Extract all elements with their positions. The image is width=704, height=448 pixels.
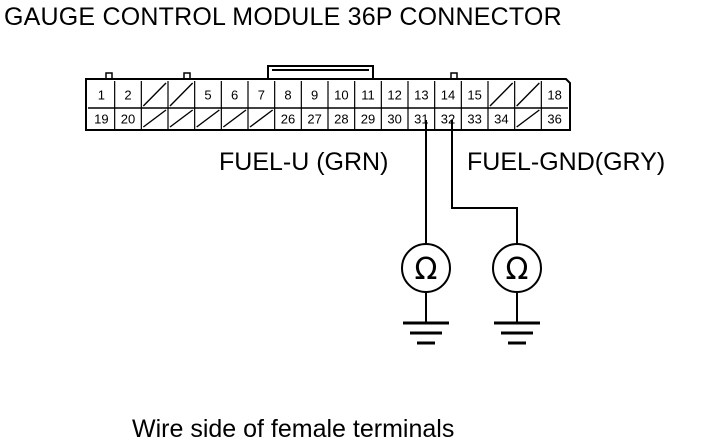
pin-number: 13 bbox=[414, 88, 428, 103]
pin-number: 10 bbox=[334, 88, 348, 103]
blank-cavity bbox=[142, 109, 167, 128]
pin-number: 30 bbox=[387, 112, 401, 127]
fuel-u-label: FUEL-U (GRN) bbox=[219, 148, 389, 176]
ohm-symbol: Ω bbox=[415, 252, 438, 287]
pin-number: 5 bbox=[204, 88, 211, 103]
fuel-gnd-label: FUEL-GND(GRY) bbox=[467, 148, 666, 176]
pin-number: 26 bbox=[281, 112, 295, 127]
pin-number: 34 bbox=[494, 112, 508, 127]
connector-lock-tab bbox=[267, 65, 374, 78]
ohm-symbol: Ω bbox=[506, 252, 529, 287]
pin-number: 2 bbox=[124, 88, 131, 103]
ground-icon bbox=[403, 321, 449, 345]
pin-number: 19 bbox=[94, 112, 108, 127]
pin-number: 12 bbox=[387, 88, 401, 103]
blank-cavity bbox=[516, 109, 540, 128]
blank-cavity bbox=[196, 109, 220, 128]
blank-cavity bbox=[142, 82, 167, 107]
pin-number: 9 bbox=[311, 88, 318, 103]
pin-number: 32 bbox=[441, 112, 455, 127]
blank-cavity bbox=[169, 109, 194, 128]
pin-number: 27 bbox=[307, 112, 321, 127]
pin-number: 18 bbox=[547, 88, 561, 103]
pin-number: 1 bbox=[98, 88, 105, 103]
pin-number: 15 bbox=[467, 88, 481, 103]
probe-wire-fuel-gnd bbox=[451, 120, 518, 244]
diagram-title: GAUGE CONTROL MODULE 36P CONNECTOR bbox=[4, 3, 562, 31]
pin-number: 11 bbox=[361, 88, 375, 103]
caption: Wire side of female terminals bbox=[132, 415, 455, 443]
pin-number: 31 bbox=[414, 112, 428, 127]
blank-cavity bbox=[169, 82, 194, 107]
blank-cavity bbox=[516, 82, 540, 107]
pin-number: 6 bbox=[231, 88, 238, 103]
pin-number: 29 bbox=[361, 112, 375, 127]
pin-number: 33 bbox=[467, 112, 481, 127]
pin-number: 28 bbox=[334, 112, 348, 127]
pin-number: 20 bbox=[121, 112, 135, 127]
pin-number: 36 bbox=[547, 112, 561, 127]
blank-cavity bbox=[222, 109, 247, 128]
pin-number: 8 bbox=[284, 88, 291, 103]
blank-cavity bbox=[489, 82, 514, 107]
pin-number: 14 bbox=[441, 88, 455, 103]
ground-icon bbox=[494, 321, 540, 345]
blank-cavity bbox=[249, 109, 274, 128]
pin-number: 7 bbox=[258, 88, 265, 103]
